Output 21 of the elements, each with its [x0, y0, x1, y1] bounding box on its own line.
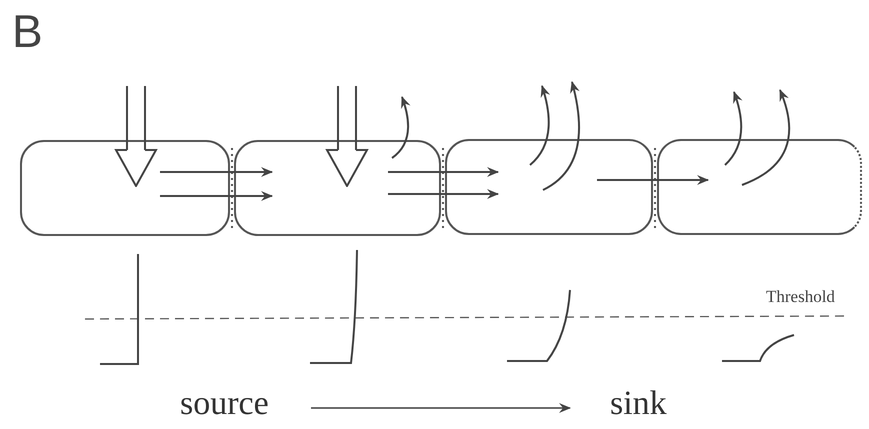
- arrow: [388, 189, 499, 199]
- curved-arrow: [724, 91, 742, 166]
- input-arrow: [115, 85, 157, 187]
- cell-outline: [657, 139, 862, 235]
- curved-arrow: [529, 85, 550, 166]
- input-arrow: [326, 85, 368, 187]
- arrow: [311, 403, 571, 413]
- arrow: [160, 167, 273, 177]
- threshold-label: Threshold: [766, 287, 835, 307]
- node-label: source: [180, 385, 269, 423]
- curved-arrow: [542, 81, 580, 191]
- cell-outline: [20, 140, 230, 236]
- cell-outline: [234, 140, 441, 236]
- arrow: [597, 175, 709, 185]
- arrow: [388, 167, 499, 177]
- curved-arrow: [742, 89, 790, 186]
- arrow: [160, 191, 273, 201]
- node-label: sink: [610, 385, 667, 423]
- curved-arrow: [391, 96, 410, 159]
- cell-outline: [445, 139, 653, 235]
- panel-letter: B: [12, 4, 43, 58]
